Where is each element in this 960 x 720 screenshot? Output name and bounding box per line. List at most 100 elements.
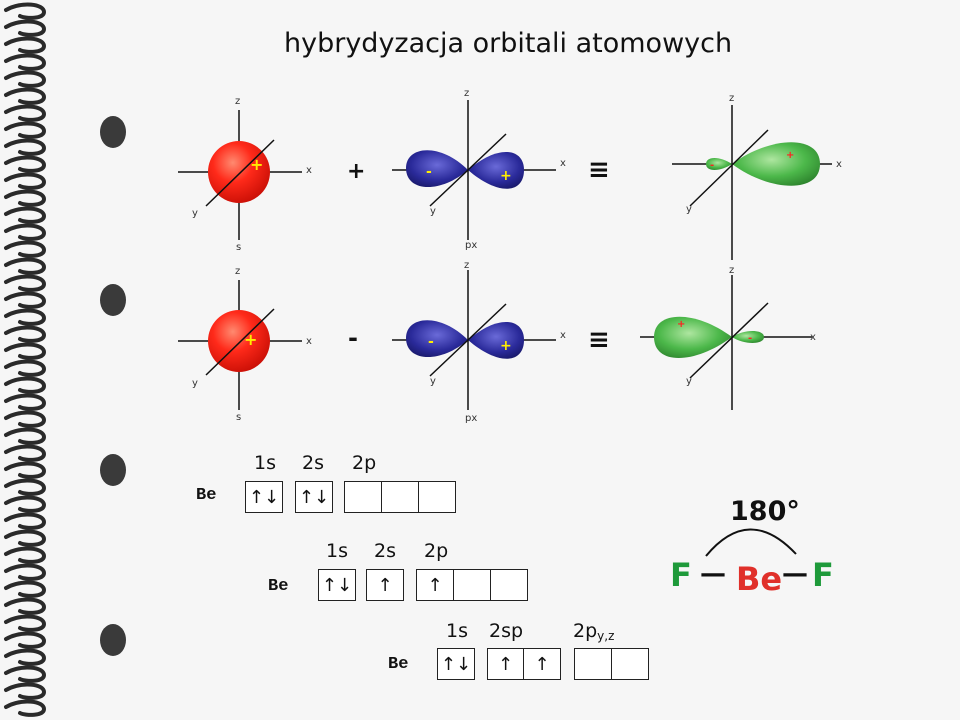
orbital-box-2sp-1: ↑: [487, 648, 524, 680]
spiral-coil: [4, 291, 47, 309]
orbital-box-1s: ↑↓: [437, 648, 475, 680]
bond-left: —: [700, 559, 726, 589]
axis-x: x: [560, 158, 566, 169]
page-title: hybrydyzacja orbitali atomowych: [284, 28, 733, 59]
atom-be-center: Be: [736, 560, 782, 598]
spiral-coil: [4, 580, 47, 598]
orbital-box-2p-1: [344, 481, 382, 513]
header-2p: 2p: [352, 452, 377, 474]
axis-x: x: [560, 330, 566, 341]
s-orbital-sphere: [208, 310, 270, 372]
p-orbital-2: - + z x y px: [392, 260, 566, 424]
spiral-coil: [4, 70, 47, 88]
angle-arc: [705, 528, 797, 557]
spiral-coil: [4, 257, 47, 275]
spiral-coil: [4, 631, 47, 649]
sp-big-lobe: [732, 142, 820, 186]
orbital-name: s: [236, 412, 241, 423]
orbital-box-1s: ↑↓: [245, 481, 283, 513]
p-orbital-1: - + z x y px: [392, 88, 566, 251]
axis-y: y: [192, 208, 198, 219]
orbital-box-1s: ↑↓: [318, 569, 356, 601]
atom-f-right: F: [812, 556, 834, 594]
s-sign: +: [250, 155, 263, 174]
spiral-coil: [4, 410, 47, 428]
header-2sp: 2sp: [489, 620, 524, 642]
axis-z: z: [464, 260, 469, 271]
sp-big-sign: +: [677, 319, 685, 330]
spiral-coil: [4, 121, 47, 139]
spiral-coil: [4, 546, 47, 564]
spiral-coil: [4, 138, 47, 156]
orbital-box-2p-z: [611, 648, 649, 680]
sp-big-lobe: [654, 316, 732, 358]
header-2p-base: 2p: [573, 620, 598, 642]
spiral-coil: [4, 87, 47, 105]
spiral-coil: [4, 563, 47, 581]
axis-x: x: [306, 336, 312, 347]
spiral-coil: [4, 342, 47, 360]
orbital-box-2p-2: [453, 569, 491, 601]
orbital-box-2sp-2: ↑: [523, 648, 561, 680]
spiral-coil: [4, 189, 47, 207]
axis-z: z: [235, 96, 240, 107]
plus-operator: +: [347, 159, 365, 184]
spiral-coil: [4, 682, 47, 700]
spiral-coil: [4, 648, 47, 666]
orbital-diagram: + z x y s + - + z x y px ≡ -: [178, 88, 842, 424]
atom-f-left: F: [670, 556, 692, 594]
orbital-name: px: [465, 240, 477, 251]
orbital-name: px: [465, 413, 477, 424]
spiral-coil: [4, 614, 47, 632]
element-symbol: Be: [196, 486, 217, 505]
spiral-coil: [4, 36, 47, 54]
spiral-coil: [4, 529, 47, 547]
sp-orbital-2: + - z x y: [640, 265, 816, 410]
minus-operator: -: [348, 324, 358, 352]
angle-label: 180°: [730, 496, 800, 527]
spiral-coil: [4, 359, 47, 377]
spiral-coil: [4, 325, 47, 343]
p-lobe-right: [468, 321, 524, 359]
spiral-coil: [4, 597, 47, 615]
spiral-coil: [4, 172, 47, 190]
ring-holes: [100, 116, 126, 656]
axis-z: z: [729, 265, 734, 276]
spiral-coil: [4, 444, 47, 462]
s-sign: +: [244, 330, 257, 349]
ring-hole-3: [100, 454, 126, 486]
p-right-sign: +: [500, 168, 512, 184]
axis-y: y: [686, 376, 692, 387]
header-2p: 2p: [424, 540, 449, 562]
axis-z: z: [235, 266, 240, 277]
ring-hole-2: [100, 284, 126, 316]
orbital-box-2p-3: [418, 481, 456, 513]
spiral-coil: [4, 53, 47, 71]
header-2p-subscript: y,z: [597, 629, 615, 643]
spiral-coil: [4, 155, 47, 173]
sp-small-lobe: [732, 331, 764, 343]
sp-small-sign: -: [710, 160, 714, 171]
spiral-coil: [4, 19, 47, 37]
spiral-coil: [4, 393, 47, 411]
spiral-coil: [4, 274, 47, 292]
p-left-sign: -: [428, 334, 434, 350]
axis-x: x: [810, 332, 816, 343]
orbital-box-2s: ↑↓: [295, 481, 333, 513]
header-2s: 2s: [302, 452, 324, 474]
s-orbital-sphere: [208, 141, 270, 203]
orbital-box-2p-3: [490, 569, 528, 601]
spiral-coil: [4, 376, 47, 394]
axis-y: y: [686, 204, 692, 215]
equiv-operator: ≡: [588, 325, 610, 355]
sp-orbital-1: - + z x y: [672, 93, 842, 260]
axis-x: x: [836, 159, 842, 170]
spiral-coil: [4, 104, 47, 122]
p-lobe-left: [406, 320, 468, 358]
spiral-coil: [4, 2, 47, 20]
ring-hole-1: [100, 116, 126, 148]
header-1s: 1s: [446, 620, 468, 642]
s-orbital-2: + z x y s: [178, 266, 312, 423]
orbital-box-2p-y: [574, 648, 612, 680]
